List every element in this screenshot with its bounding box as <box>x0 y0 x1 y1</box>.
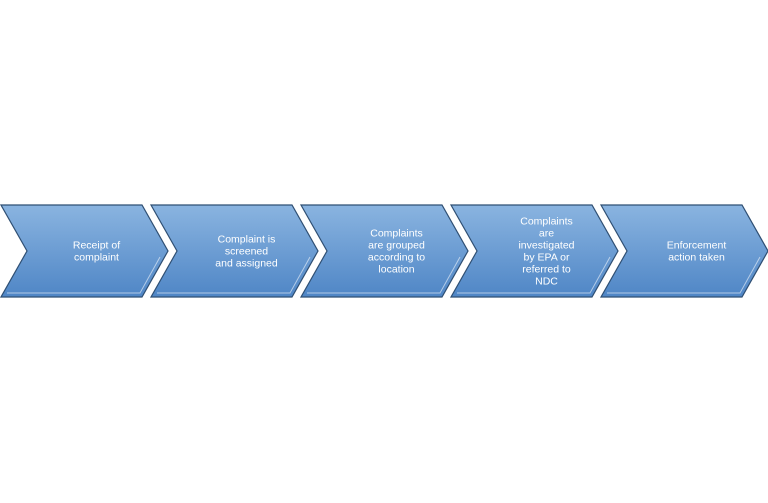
process-step-label-line: screened <box>225 246 268 258</box>
chevron-highlight <box>157 256 311 294</box>
process-step-label-line: Enforcement <box>667 240 727 252</box>
process-step-label-line: referred to <box>522 264 571 276</box>
process-step-label-line: by EPA or <box>524 252 570 264</box>
process-step-label-line: Complaint is <box>218 234 276 246</box>
process-step-label-line: Complaints <box>370 228 423 240</box>
process-step-label-line: complaint <box>74 252 119 264</box>
chevron-shape <box>299 204 469 298</box>
chevron-highlight <box>7 256 161 294</box>
chevron-shape <box>149 204 319 298</box>
process-step-label-line: Receipt of <box>73 240 120 252</box>
chevron-shape <box>449 204 619 298</box>
process-step-label-line: action taken <box>668 252 725 264</box>
chevron-highlight <box>457 256 611 294</box>
process-step-label-line: according to <box>368 252 425 264</box>
process-step-label-line: are <box>539 228 554 240</box>
process-step-label-line: are grouped <box>368 240 425 252</box>
process-step-label-line: location <box>378 264 414 276</box>
chevron-highlight <box>307 256 461 294</box>
process-step-label-line: and assigned <box>215 258 278 270</box>
chevron-highlight <box>607 256 761 294</box>
chevron-shape <box>0 204 169 298</box>
chevron-shape <box>599 204 768 298</box>
process-step-label-line: NDC <box>535 276 558 288</box>
process-step-label-line: Complaints <box>520 216 573 228</box>
process-step-label-line: investigated <box>518 240 574 252</box>
